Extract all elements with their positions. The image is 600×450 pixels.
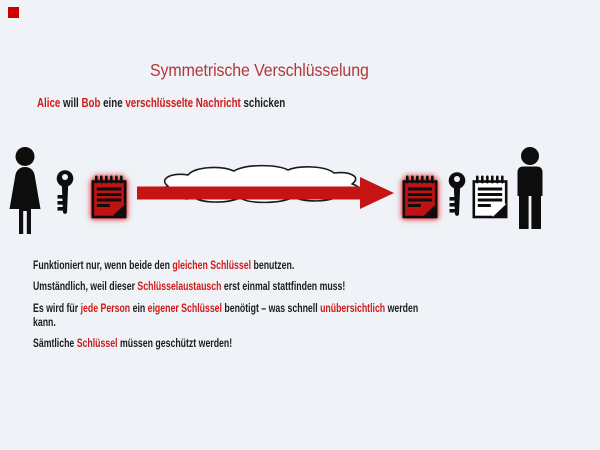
text-segment: Bob	[81, 96, 101, 110]
statement-line: Es wird für jede Person ein eigener Schl…	[33, 303, 418, 316]
text-segment: eigener Schlüssel	[147, 303, 222, 315]
text-segment: will	[60, 96, 82, 110]
text-segment: schicken	[240, 96, 286, 110]
red-square-icon	[8, 7, 19, 18]
male-person-icon	[513, 147, 547, 236]
arrow-right-icon	[137, 177, 394, 214]
text-segment: Umständlich, weil dieser	[33, 281, 138, 293]
statement-line: Sämtliche Schlüssel müssen geschützt wer…	[33, 338, 232, 351]
text-segment: Schlüsselaustausch	[137, 281, 222, 293]
text-segment: benutzen.	[251, 260, 295, 272]
key-icon	[55, 170, 75, 221]
female-person-icon	[6, 147, 44, 242]
statement-line: Umständlich, weil dieser Schlüsselaustau…	[33, 281, 345, 294]
statement-line: kann.	[33, 317, 56, 330]
notepad-encrypted-icon	[402, 175, 438, 224]
text-segment: verschlüsselte Nachricht	[125, 96, 241, 110]
text-segment: eine	[100, 96, 126, 110]
notepad-encrypted-icon	[91, 175, 127, 224]
text-segment: unübersichtlich	[320, 303, 386, 315]
text-segment: Schlüssel	[76, 338, 118, 350]
text-segment: werden	[385, 303, 419, 315]
slide-title: Symmetrische Verschlüsselung	[150, 60, 369, 80]
statement-line: Funktioniert nur, wenn beide den gleiche…	[33, 260, 294, 273]
text-segment: Alice	[37, 96, 61, 110]
text-segment: jede Person	[80, 303, 131, 315]
text-segment: Es wird für	[33, 303, 81, 315]
text-segment: gleichen Schlüssel	[172, 260, 252, 272]
notepad-plain-icon	[472, 175, 508, 224]
key-icon	[447, 172, 467, 223]
text-segment: müssen geschützt werden!	[117, 338, 233, 350]
subtitle-line: Alice will Bob eine verschlüsselte Nachr…	[37, 96, 285, 110]
text-segment: Funktioniert nur, wenn beide den	[33, 260, 173, 272]
text-segment: ein	[130, 303, 148, 315]
text-segment: benötigt – was schnell	[221, 303, 321, 315]
text-segment: kann.	[33, 317, 56, 329]
text-segment: Sämtliche	[33, 338, 77, 350]
text-segment: erst einmal stattfinden muss!	[221, 281, 346, 293]
